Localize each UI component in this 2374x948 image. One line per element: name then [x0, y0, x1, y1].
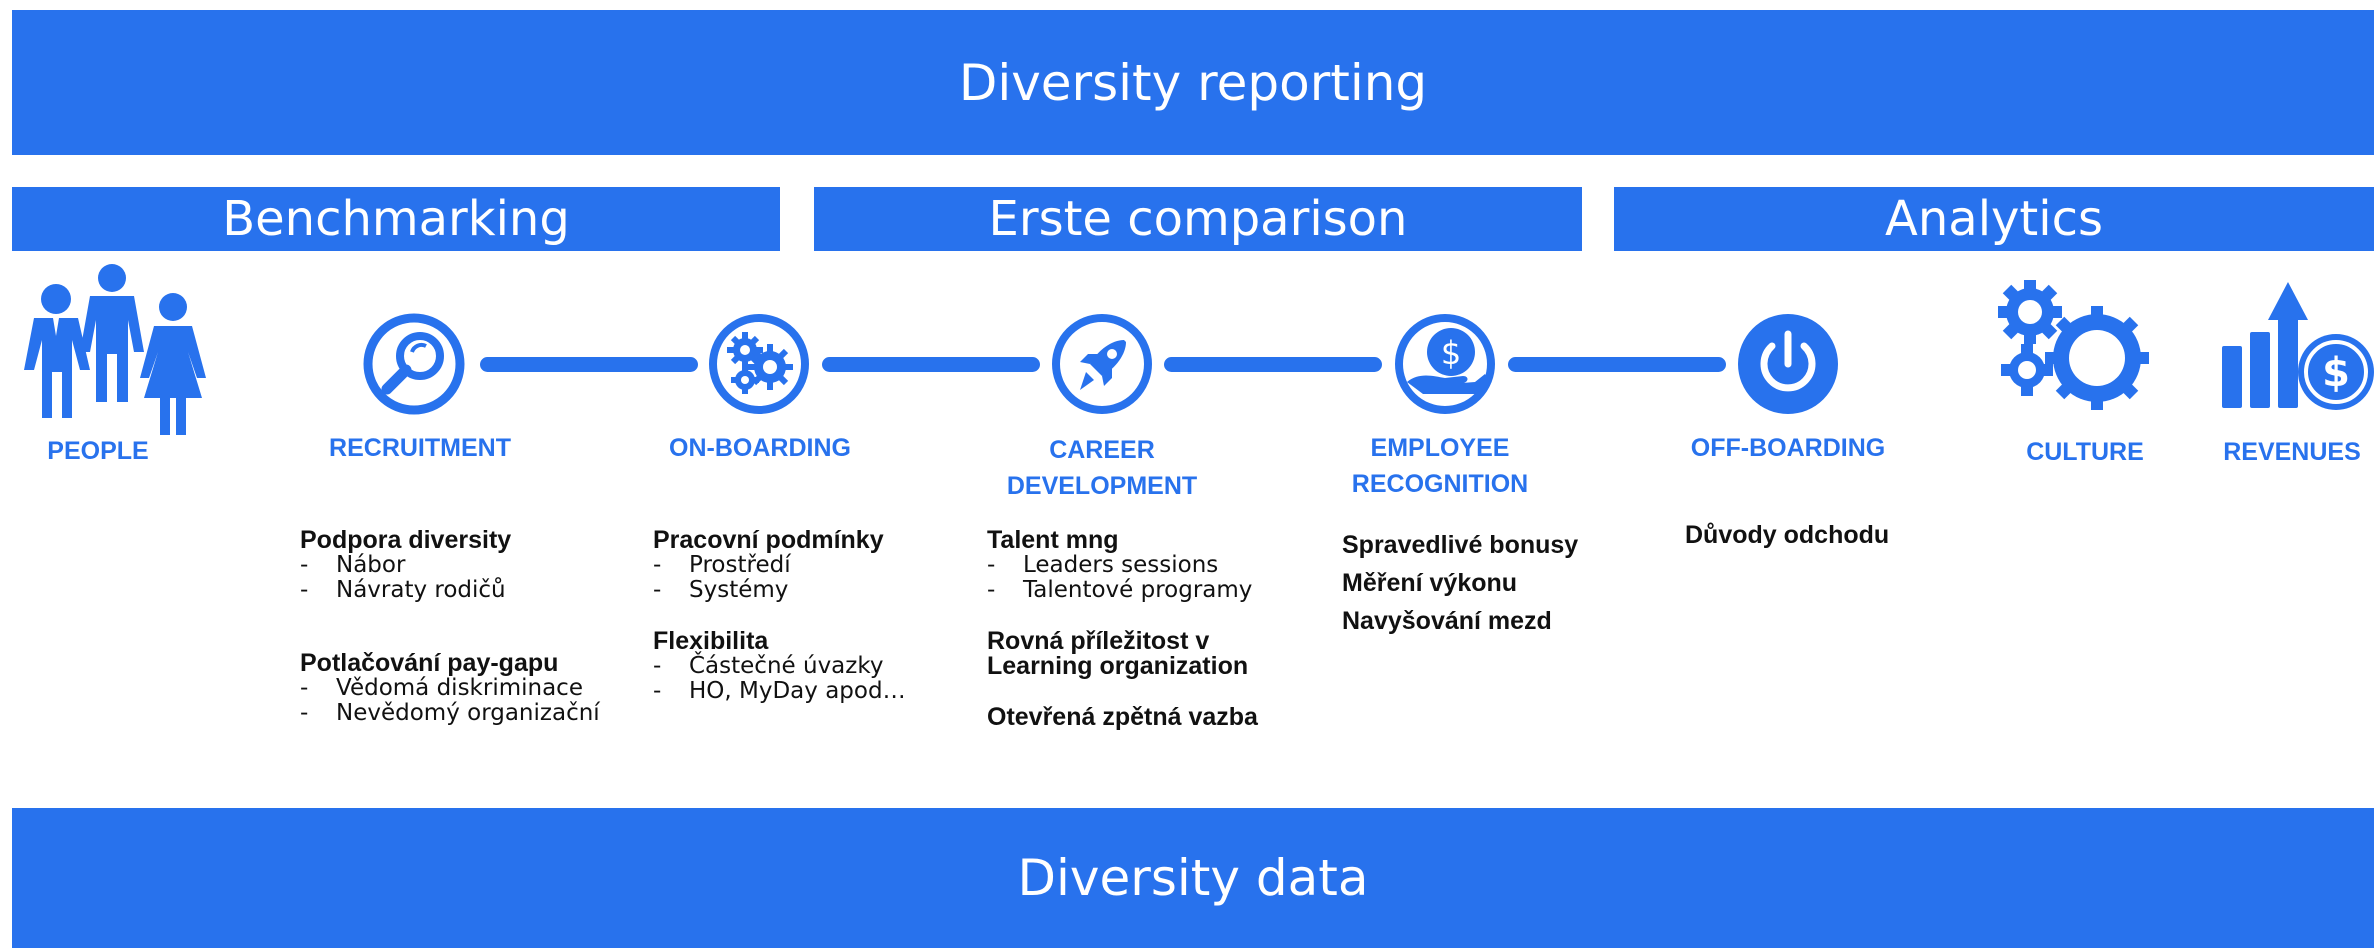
stage-recruitment-label: RECRUITMENT: [329, 434, 511, 462]
stage-revenues-label: REVENUES: [2223, 438, 2361, 466]
recognition-heading-1: Spravedlivé bonusy: [1342, 531, 1579, 559]
rocket-icon: [1052, 314, 1152, 414]
career-item: Talentové programy: [987, 578, 1258, 603]
career-heading-2-cont: Learning organization: [987, 652, 1249, 680]
section-erste-label: Erste comparison: [988, 191, 1408, 247]
footer-band: Diversity data: [12, 808, 2374, 948]
recognition-heading-2: Měření výkonu: [1342, 569, 1518, 597]
section-analytics: Analytics: [1614, 187, 2374, 251]
stage-recognition-label-2: RECOGNITION: [1351, 470, 1529, 498]
stage-culture: CULTURE: [1995, 434, 2175, 470]
onboarding-details: Pracovní podmínky Prostředí Systémy Flex…: [653, 528, 906, 704]
header-band: Diversity reporting: [12, 10, 2374, 155]
stage-people: PEOPLE: [28, 433, 168, 469]
stage-offboarding: OFF-BOARDING: [1675, 430, 1901, 466]
stage-career: CAREER DEVELOPMENT: [990, 432, 1214, 504]
onboarding-item: Prostředí: [653, 553, 906, 578]
section-benchmarking: Benchmarking: [12, 187, 780, 251]
power-icon: [1738, 314, 1838, 414]
section-benchmarking-label: Benchmarking: [222, 191, 570, 247]
connector-4: [1508, 357, 1726, 372]
recruitment-item: Nevědomý organizační: [300, 701, 600, 726]
recruitment-details: Podpora diversity Nábor Návraty rodičů P…: [300, 528, 600, 726]
onboarding-item: Systémy: [653, 578, 906, 603]
connector-1: [480, 357, 698, 372]
recruitment-item: Vědomá diskriminace: [300, 676, 600, 701]
onboarding-heading-1: Pracovní podmínky: [653, 526, 884, 554]
stage-people-label: PEOPLE: [47, 437, 149, 465]
page-title: Diversity reporting: [958, 53, 1428, 112]
recognition-details: Spravedlivé bonusy Měření výkonu Navyšov…: [1342, 526, 1578, 640]
stage-recognition: EMPLOYEE RECOGNITION: [1325, 430, 1555, 502]
stage-offboarding-label: OFF-BOARDING: [1690, 434, 1886, 462]
svg-text:$: $: [1441, 334, 1461, 372]
career-details: Talent mng Leaders sessions Talentové pr…: [987, 528, 1258, 730]
stage-onboarding: ON-BOARDING: [655, 430, 865, 466]
offboarding-details: Důvody odchodu: [1685, 523, 1889, 548]
recognition-heading-3: Navyšování mezd: [1342, 607, 1552, 635]
onboarding-item: HO, MyDay apod…: [653, 679, 906, 704]
revenue-chart-icon: $: [2222, 282, 2374, 410]
offboarding-heading-1: Důvody odchodu: [1685, 521, 1890, 549]
recruitment-heading-1: Podpora diversity: [300, 526, 512, 554]
onboarding-item: Částečné úvazky: [653, 654, 906, 679]
recruitment-item: Nábor: [300, 553, 600, 578]
career-heading-3: Otevřená zpětná vazba: [987, 703, 1258, 731]
stage-onboarding-label: ON-BOARDING: [669, 434, 851, 462]
recruitment-heading-2: Potlačování pay-gapu: [300, 649, 559, 677]
career-heading-1: Talent mng: [987, 526, 1119, 554]
stage-revenues: REVENUES: [2210, 434, 2374, 470]
connector-2: [822, 357, 1040, 372]
stage-culture-label: CULTURE: [2026, 438, 2144, 466]
stage-recruitment: RECRUITMENT: [320, 430, 520, 466]
onboarding-heading-2: Flexibilita: [653, 627, 769, 655]
stage-career-label-2: DEVELOPMENT: [1006, 472, 1198, 500]
magnifier-icon: [363, 313, 465, 415]
connector-3: [1164, 357, 1382, 372]
stage-recognition-label-1: EMPLOYEE: [1370, 434, 1510, 462]
footer-title: Diversity data: [1017, 849, 1369, 907]
career-heading-2: Rovná příležitost v: [987, 627, 1210, 655]
gears-icon: [709, 314, 809, 414]
culture-gears-icon: [1998, 280, 2149, 410]
recruitment-item: Návraty rodičů: [300, 578, 600, 603]
people-icon: [24, 264, 206, 435]
svg-text:$: $: [2322, 350, 2350, 396]
section-erste-comparison: Erste comparison: [814, 187, 1582, 251]
career-item: Leaders sessions: [987, 553, 1258, 578]
dollar-hand-icon: $: [1395, 314, 1495, 414]
stage-career-label-1: CAREER: [1049, 436, 1155, 464]
section-analytics-label: Analytics: [1885, 191, 2103, 247]
